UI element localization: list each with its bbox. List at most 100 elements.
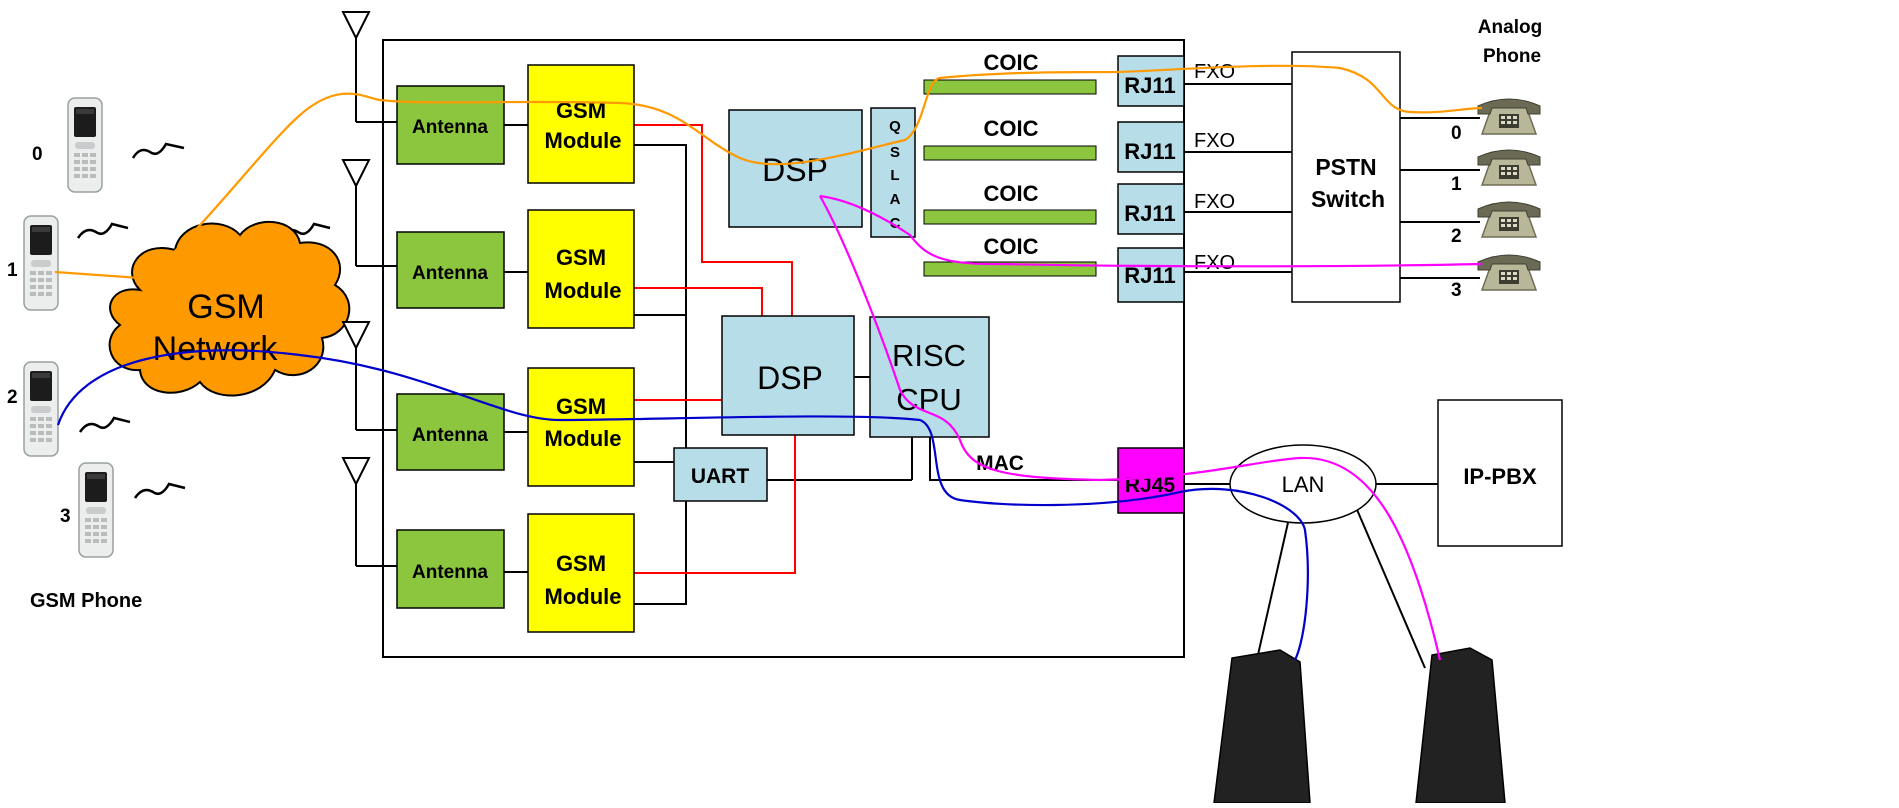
antenna-icon xyxy=(342,11,370,39)
svg-text:GSM: GSM xyxy=(556,394,606,419)
svg-text:Switch: Switch xyxy=(1311,186,1385,212)
mac-label: MAC xyxy=(976,452,1024,475)
antenna-box-0: Antenna xyxy=(396,85,505,165)
mobile-phone-icon xyxy=(67,97,103,193)
rj11-3: RJ11 xyxy=(1117,247,1185,303)
radio-wave-icon xyxy=(78,416,131,433)
rj11-0: RJ11 xyxy=(1117,55,1185,107)
analog-phone-label-2: 2 xyxy=(1451,226,1462,247)
svg-text:COIC: COIC xyxy=(984,181,1039,206)
rj11-2: RJ11 xyxy=(1117,183,1185,235)
svg-text:S: S xyxy=(890,144,900,161)
risc-cpu: RISC CPU xyxy=(869,316,990,438)
blue-call-path xyxy=(56,349,1309,661)
magenta-call-path-a xyxy=(819,194,1483,268)
svg-text:UART: UART xyxy=(691,465,749,488)
ip-phone-icon xyxy=(1415,647,1506,804)
ip-phone-icon xyxy=(1213,649,1311,804)
svg-text:COIC: COIC xyxy=(984,50,1039,75)
svg-text:RJ45: RJ45 xyxy=(1125,474,1176,497)
svg-text:Q: Q xyxy=(889,118,901,135)
gsm-module-2: GSM Module xyxy=(527,367,635,487)
fxo-label-3: FXO xyxy=(1194,252,1235,274)
ip-phone-right xyxy=(1415,647,1506,804)
gsm-phone-1: 1 xyxy=(7,215,59,311)
analog-phone-1: 1 xyxy=(1451,149,1541,195)
svg-text:COIC: COIC xyxy=(984,234,1039,259)
internal-wiring xyxy=(504,83,1480,669)
antenna-box-1: Antenna xyxy=(396,231,505,309)
dsp-lower: DSP xyxy=(721,315,855,436)
gsm-network-label-line1: GSM xyxy=(187,288,264,326)
antenna-label: Antenna xyxy=(412,562,488,583)
svg-text:COIC: COIC xyxy=(984,116,1039,141)
svg-text:L: L xyxy=(890,167,899,184)
analog-phone-2: 2 xyxy=(1451,201,1541,247)
analog-phone-title-line1: Analog xyxy=(1478,17,1542,38)
svg-text:Module: Module xyxy=(545,278,622,303)
coic-0: COIC xyxy=(923,50,1097,95)
radio-wave-icon xyxy=(131,142,185,159)
dsp-upper: DSP xyxy=(728,109,863,228)
antenna-label: Antenna xyxy=(412,425,488,446)
qslac-chip: Q S L A C xyxy=(870,107,916,238)
gsm-phone-label-0: 0 xyxy=(32,144,43,165)
coic-1: COIC xyxy=(923,116,1097,161)
desk-phone-icon xyxy=(1477,98,1541,135)
analog-phone-3: 3 xyxy=(1451,254,1541,301)
antenna-wires xyxy=(355,38,397,567)
gsm-phone-2: 2 xyxy=(7,361,59,457)
svg-text:DSP: DSP xyxy=(762,152,828,188)
analog-phone-label-0: 0 xyxy=(1451,123,1462,144)
analog-phone-label-1: 1 xyxy=(1451,174,1462,195)
svg-text:RJ11: RJ11 xyxy=(1124,263,1175,288)
gsm-phone-label-1: 1 xyxy=(7,260,18,281)
mobile-phone-icon xyxy=(23,215,59,311)
svg-text:GSM: GSM xyxy=(556,551,606,576)
gsm-module-1: GSM Module xyxy=(527,209,635,329)
desk-phone-icon xyxy=(1477,201,1541,238)
svg-text:A: A xyxy=(890,191,901,208)
antenna-icon xyxy=(342,457,370,485)
antenna-label: Antenna xyxy=(412,117,488,138)
analog-phone-0: 0 xyxy=(1451,98,1541,144)
lan-cloud: LAN xyxy=(1229,444,1377,524)
fxo-label-2: FXO xyxy=(1194,191,1235,213)
analog-phone-title-line2: Phone xyxy=(1483,46,1541,67)
rj11-1: RJ11 xyxy=(1117,121,1185,173)
gsm-network-label-line2: Network xyxy=(153,330,279,368)
desk-phone-icon xyxy=(1477,254,1541,291)
fxo-label-1: FXO xyxy=(1194,130,1235,152)
orange-call-path xyxy=(54,64,1483,280)
fxo-label-0: FXO xyxy=(1194,61,1235,83)
svg-text:Module: Module xyxy=(545,128,622,153)
gsm-phone-caption: GSM Phone xyxy=(30,590,142,612)
svg-text:DSP: DSP xyxy=(757,360,823,396)
radio-wave-icon xyxy=(133,482,186,499)
gsm-phone-3: 3 xyxy=(60,462,114,558)
radio-wave-icon xyxy=(76,222,129,239)
desk-phone-icon xyxy=(1477,149,1541,186)
analog-phone-label-3: 3 xyxy=(1451,280,1462,301)
mobile-phone-icon xyxy=(78,462,114,558)
gsm-phone-label-3: 3 xyxy=(60,506,71,527)
antenna-box-2: Antenna xyxy=(396,393,505,471)
svg-text:RISC: RISC xyxy=(892,338,966,373)
antenna-label: Antenna xyxy=(412,263,488,284)
red-wiring xyxy=(634,124,796,574)
antenna-icon xyxy=(342,321,370,349)
mobile-phone-icon xyxy=(23,361,59,457)
coic-2: COIC xyxy=(923,181,1097,225)
svg-text:RJ11: RJ11 xyxy=(1124,139,1175,164)
svg-text:LAN: LAN xyxy=(1282,472,1325,497)
gsm-phone-0: 0 xyxy=(32,97,103,193)
uart: UART xyxy=(673,447,768,502)
svg-text:RJ11: RJ11 xyxy=(1124,73,1175,98)
antenna-box-3: Antenna xyxy=(396,529,505,609)
gsm-module-3: GSM Module xyxy=(527,513,635,633)
pstn-switch: PSTN Switch xyxy=(1291,51,1401,303)
svg-text:C: C xyxy=(890,215,901,232)
svg-text:Module: Module xyxy=(545,584,622,609)
